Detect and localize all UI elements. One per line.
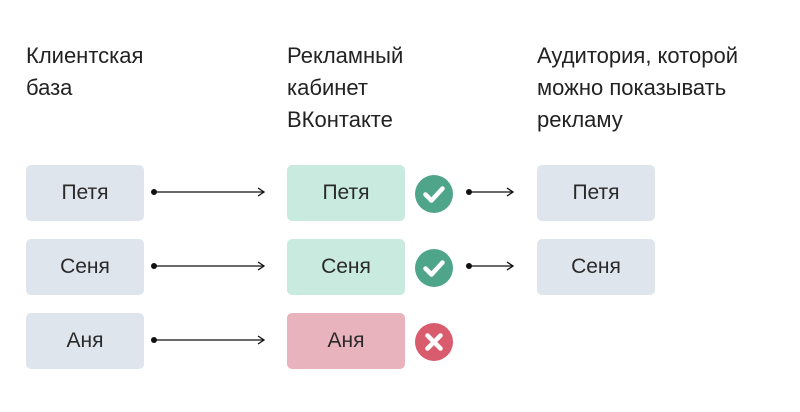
audience-box-1: Петя (537, 165, 655, 221)
arrow-cabinet-to-audience-2 (466, 261, 515, 271)
cabinet-box-1: Петя (287, 165, 405, 221)
column-title-client-base: Клиентская база (26, 43, 144, 100)
client-box-2: Сеня (26, 239, 144, 295)
arrow-cabinet-to-audience-1 (466, 187, 515, 197)
cross-icon (415, 323, 453, 361)
check-icon (415, 249, 453, 287)
cabinet-box-3: Аня (287, 313, 405, 369)
check-icon (415, 175, 453, 213)
column-title-ad-cabinet: Рекламный кабинет ВКонтакте (287, 43, 404, 132)
client-box-3: Аня (26, 313, 144, 369)
arrow-client-to-cabinet-3 (151, 335, 266, 345)
arrow-client-to-cabinet-2 (151, 261, 266, 271)
client-box-1: Петя (26, 165, 144, 221)
audience-box-2: Сеня (537, 239, 655, 295)
arrow-client-to-cabinet-1 (151, 187, 266, 197)
cabinet-box-2: Сеня (287, 239, 405, 295)
column-title-audience: Аудитория, которой можно показывать рекл… (537, 43, 738, 132)
